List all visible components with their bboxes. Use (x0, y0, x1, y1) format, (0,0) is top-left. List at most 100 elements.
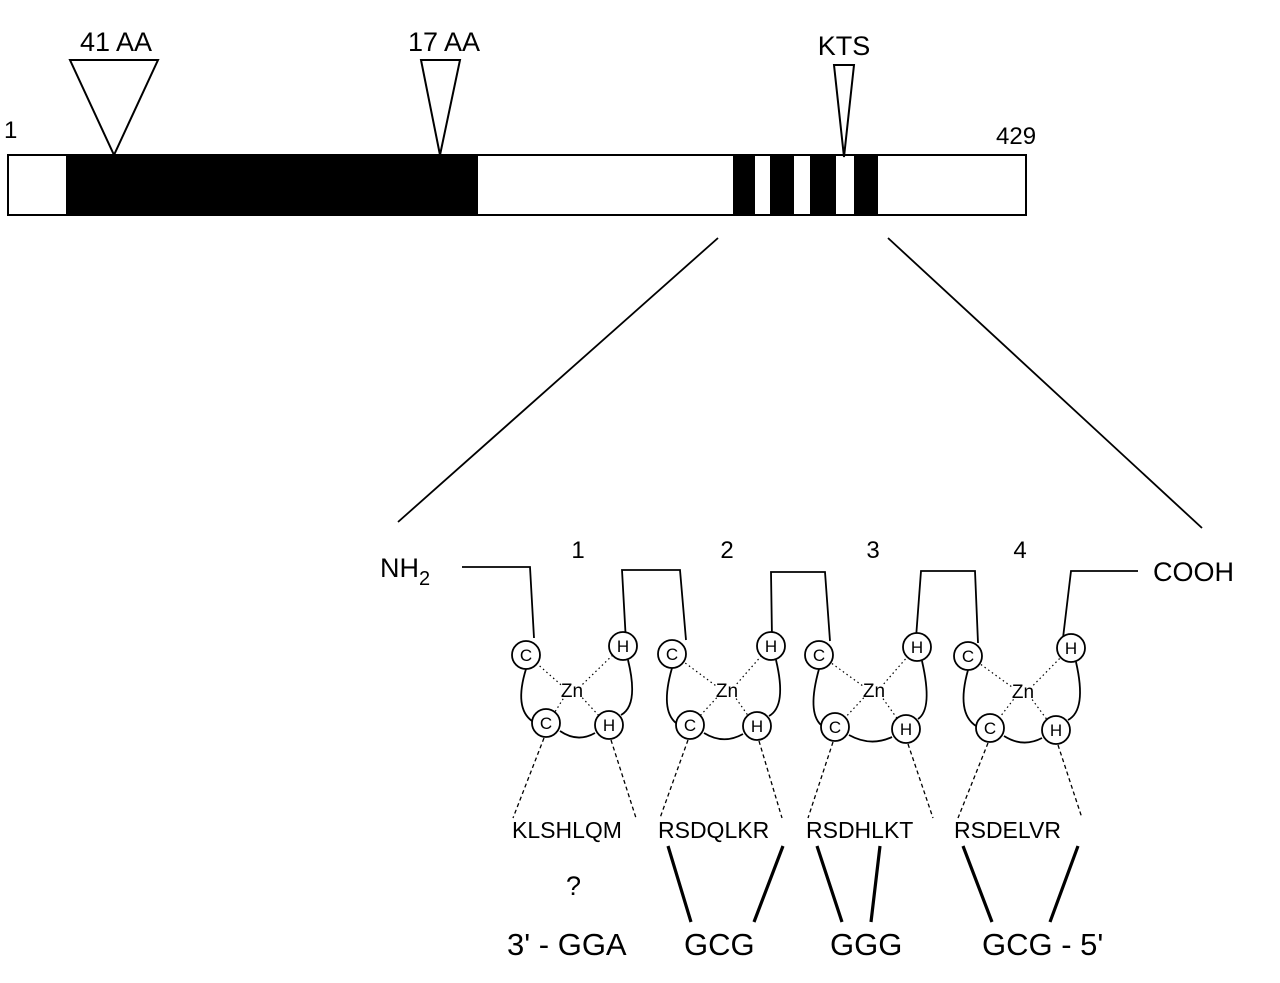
zinc-coordination-coord-h2 (1031, 699, 1048, 720)
insertion-triangle (68, 59, 160, 158)
zinc-coordination-coord-h1 (582, 654, 613, 685)
cysteine-1-circle (657, 639, 687, 669)
sequence-dash-left (807, 741, 834, 819)
recognition-sequence: RSDQLKR (658, 817, 769, 843)
cysteine-1-circle (953, 641, 983, 671)
sequence-dash-left (512, 737, 545, 819)
recognition-sequence: RSDELVR (954, 817, 1061, 843)
cysteine-1-circle (804, 640, 834, 670)
histidine-2-label: H (751, 717, 763, 736)
cysteine-2-circle (975, 713, 1005, 743)
expansion-line-right (887, 237, 1203, 529)
zinc-label: Zn (716, 681, 738, 702)
dna-triplet-2: GCG (684, 927, 755, 962)
zinc-coordination-coord-h1 (736, 655, 762, 685)
sequence-dash-right (907, 743, 934, 819)
finger-loop-left (520, 668, 533, 722)
zinc-coordination-coord-h1 (883, 656, 908, 685)
unknown-contact-mark: ? (566, 871, 581, 901)
finger-loop-bottom (559, 730, 596, 739)
finger-loop-right (768, 659, 782, 717)
histidine-1-label: H (765, 637, 777, 656)
histidine-1-label: H (911, 638, 923, 657)
histidine-1-circle (1056, 633, 1086, 663)
histidine-2-circle (1041, 715, 1071, 745)
zinc-coordination-coord-c1 (830, 662, 863, 687)
expansion-line-left (397, 237, 719, 523)
zinc-finger-backbone (462, 566, 1138, 644)
cysteine-1-label: C (666, 645, 678, 664)
zinc-finger-band-1 (733, 155, 755, 215)
bar-end-label: 429 (996, 123, 1036, 150)
cysteine-1-label: C (962, 647, 974, 666)
sequence-dash-left (659, 739, 689, 819)
zinc-coordination-coord-h2 (581, 697, 600, 716)
recognition-sequence: RSDHLKT (806, 817, 913, 843)
zinc-finger-band-3 (810, 155, 836, 215)
cysteine-2-label: C (540, 714, 552, 733)
zinc-finger-band-4 (854, 155, 878, 215)
cysteine-1-label: C (813, 646, 825, 665)
insertion-label: 17 AA (408, 27, 480, 57)
histidine-2-circle (891, 714, 921, 744)
finger-loop-left (666, 667, 677, 724)
sequence-dash-right (1057, 744, 1083, 819)
finger-number: 3 (866, 537, 879, 564)
finger-loop-right (620, 659, 634, 716)
cysteine-2-circle (820, 712, 850, 742)
c-terminus-label: COOH (1153, 557, 1234, 587)
cysteine-2-label: C (684, 716, 696, 735)
insertion-41aa: 41 AA (68, 27, 160, 158)
histidine-2-circle (742, 711, 772, 741)
finger-loop-bottom (848, 734, 893, 743)
finger-number: 1 (571, 537, 584, 564)
bar-start-label: 1 (4, 117, 17, 144)
cysteine-2-circle (531, 708, 561, 738)
dna-triplet-3: GGG (830, 927, 902, 962)
histidine-2-label: H (900, 720, 912, 739)
insertion-17aa: 17 AA (408, 27, 480, 156)
alternative-exon-region (66, 155, 478, 215)
histidine-2-label: H (1050, 721, 1062, 740)
protein-bar: 1 429 (4, 117, 1036, 216)
zinc-label: Zn (1012, 682, 1034, 703)
recognition-sequence: KLSHLQM (512, 817, 622, 843)
sequence-dash-right (610, 739, 637, 819)
cysteine-1-label: C (520, 646, 532, 665)
histidine-2-label: H (603, 716, 615, 735)
zinc-coordination-coord-h1 (1032, 657, 1062, 686)
finger-loop-left (812, 668, 822, 726)
insertion-triangle (419, 59, 462, 156)
zinc-coordination-coord-h2 (882, 698, 898, 719)
zinc-coordination-coord-h2 (735, 698, 749, 716)
finger-number: 4 (1013, 537, 1026, 564)
zinc-label: Zn (863, 681, 885, 702)
dna-triplet-4: GCG - 5' (982, 927, 1103, 962)
dna-contact-lines (666, 845, 1080, 923)
insertion-triangle (832, 64, 856, 158)
zinc-coordination-coord-c1 (536, 663, 562, 686)
dna-recognition: ? 3' - GGA GCG GGG GCG - 5' (507, 845, 1103, 962)
histidine-1-circle (902, 632, 932, 662)
zinc-coordination-coord-c2 (844, 697, 865, 718)
cysteine-2-label: C (984, 719, 996, 738)
insertion-kts: KTS (818, 31, 871, 158)
zinc-coordination-coord-c1 (979, 663, 1012, 688)
zinc-coordination-coord-c2 (998, 699, 1015, 719)
insertion-label: KTS (818, 31, 871, 61)
zinc-coordination-coord-c1 (683, 661, 716, 686)
finger-loop-bottom (1003, 735, 1043, 744)
cysteine-2-circle (675, 710, 705, 740)
finger-loop-right (917, 660, 928, 720)
sequence-dash-right (758, 740, 783, 819)
histidine-1-circle (756, 631, 786, 661)
zinc-finger-band-2 (770, 155, 794, 215)
histidine-1-label: H (617, 637, 629, 656)
zinc-label: Zn (561, 681, 583, 702)
finger-number: 2 (720, 537, 733, 564)
